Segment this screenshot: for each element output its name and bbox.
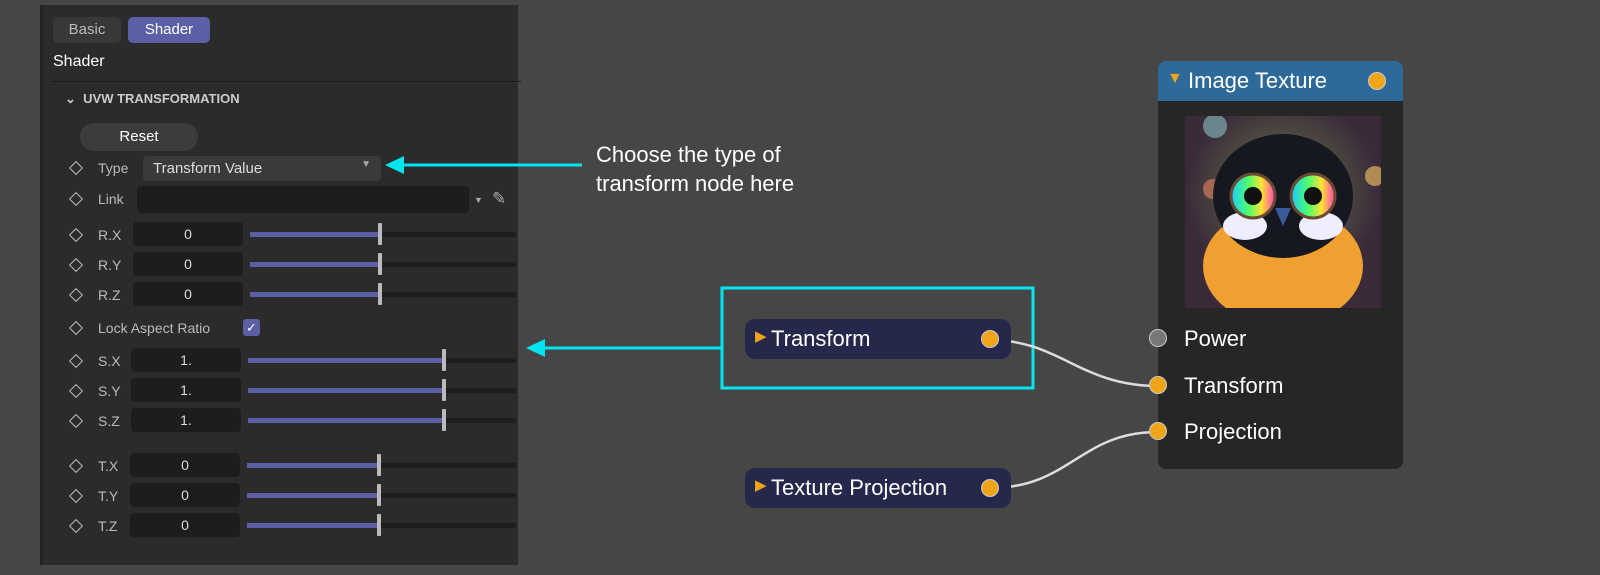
slider-fill <box>248 358 444 363</box>
translation-slider[interactable] <box>247 514 516 536</box>
node-title: Transform <box>771 326 871 351</box>
input-projection-label: Projection <box>1184 419 1282 444</box>
power-socket[interactable] <box>1149 329 1167 347</box>
node-title: Image Texture <box>1188 68 1328 93</box>
slider-fill <box>250 232 381 237</box>
projection-socket[interactable] <box>1149 422 1167 440</box>
properties-panel: Basic Shader Shader ⌄ UVW TRANSFORMATION… <box>40 5 521 565</box>
rotation-slider[interactable] <box>250 253 516 275</box>
slider-thumb[interactable] <box>378 223 383 245</box>
texture-preview-image <box>1185 116 1381 308</box>
translation-slider[interactable] <box>247 484 516 506</box>
section-title: UVW TRANSFORMATION <box>83 91 240 106</box>
translation-value-field[interactable]: 0 <box>130 513 240 537</box>
divider <box>51 81 521 82</box>
tab-shader[interactable]: Shader <box>128 17 210 43</box>
texture-projection-node[interactable]: ▶ Texture Projection <box>745 468 1011 508</box>
translation-slider[interactable] <box>247 454 516 476</box>
dropdown-arrow-icon: ▼ <box>361 159 371 170</box>
wire-transform <box>989 338 1159 388</box>
slider-thumb[interactable] <box>376 484 381 506</box>
translation-value-field[interactable]: 0 <box>130 453 240 477</box>
scale-value-field[interactable]: 1. <box>131 408 241 432</box>
type-value: Transform Value <box>153 160 263 177</box>
type-dropdown[interactable]: Transform Value ▼ <box>143 156 381 181</box>
rotation-label: R.Z <box>98 287 121 303</box>
slider-thumb[interactable] <box>378 283 383 305</box>
slider-thumb[interactable] <box>378 253 383 275</box>
link-field[interactable] <box>137 186 469 213</box>
section-header[interactable]: ⌄ UVW TRANSFORMATION <box>65 91 240 107</box>
reset-button[interactable]: Reset <box>80 123 198 151</box>
scale-label: S.Y <box>98 383 121 399</box>
rotation-label: R.X <box>98 227 122 243</box>
type-label: Type <box>98 160 129 176</box>
slider-fill <box>250 262 381 267</box>
slider-thumb[interactable] <box>376 514 381 536</box>
rotation-value-field[interactable]: 0 <box>133 282 243 306</box>
slider-fill <box>248 418 444 423</box>
slider-fill <box>247 463 379 468</box>
transform-arrowhead <box>526 339 545 357</box>
rotation-label: R.Y <box>98 257 122 273</box>
chevron-down-icon: ⌄ <box>65 91 76 106</box>
input-transform-label: Transform <box>1184 373 1284 398</box>
scale-value-field[interactable]: 1. <box>131 378 241 402</box>
slider-thumb[interactable] <box>441 409 446 431</box>
transform-socket[interactable] <box>1149 376 1167 394</box>
callout-arrowhead <box>385 156 404 174</box>
expand-triangle-icon[interactable]: ▶ <box>755 328 767 345</box>
slider-thumb[interactable] <box>441 349 446 371</box>
scale-value-field[interactable]: 1. <box>131 348 241 372</box>
slider-fill <box>247 493 379 498</box>
output-socket[interactable] <box>981 330 999 348</box>
scale-slider[interactable] <box>248 379 516 401</box>
link-dropdown-arrow-icon[interactable]: ▼ <box>474 195 483 205</box>
link-label: Link <box>98 191 124 207</box>
node-header[interactable]: ▼ Image Texture <box>1158 61 1403 101</box>
lock-aspect-checkbox[interactable]: ✓ <box>243 319 260 336</box>
eyedropper-icon[interactable]: ✎ <box>492 189 507 208</box>
image-texture-node[interactable]: ▼ Image Texture Power Transform Projecti… <box>1149 61 1403 469</box>
translation-label: T.Y <box>98 488 119 504</box>
output-socket[interactable] <box>1368 72 1386 90</box>
scale-slider[interactable] <box>248 349 516 371</box>
scale-slider[interactable] <box>248 409 516 431</box>
highlight-box <box>720 286 1035 390</box>
slider-thumb[interactable] <box>376 454 381 476</box>
output-socket[interactable] <box>981 479 999 497</box>
translation-value-field[interactable]: 0 <box>130 483 240 507</box>
expand-triangle-icon[interactable]: ▶ <box>755 477 767 494</box>
input-power-label: Power <box>1184 326 1247 351</box>
rotation-slider[interactable] <box>250 223 516 245</box>
rotation-value-field[interactable]: 0 <box>133 222 243 246</box>
collapse-triangle-icon[interactable]: ▼ <box>1167 70 1183 87</box>
scale-label: S.Z <box>98 413 120 429</box>
scale-label: S.X <box>98 353 121 369</box>
lock-aspect-label: Lock Aspect Ratio <box>98 320 211 336</box>
rotation-slider[interactable] <box>250 283 516 305</box>
slider-thumb[interactable] <box>441 379 446 401</box>
translation-label: T.Z <box>98 518 118 534</box>
tab-basic[interactable]: Basic <box>53 17 121 43</box>
slider-fill <box>248 388 444 393</box>
transform-node[interactable]: ▶ Transform <box>745 319 1011 359</box>
panel-title: Shader <box>53 53 105 70</box>
translation-label: T.X <box>98 458 119 474</box>
wire-projection <box>989 430 1159 490</box>
slider-fill <box>250 292 381 297</box>
node-title: Texture Projection <box>771 475 948 500</box>
rotation-value-field[interactable]: 0 <box>133 252 243 276</box>
slider-fill <box>247 523 379 528</box>
